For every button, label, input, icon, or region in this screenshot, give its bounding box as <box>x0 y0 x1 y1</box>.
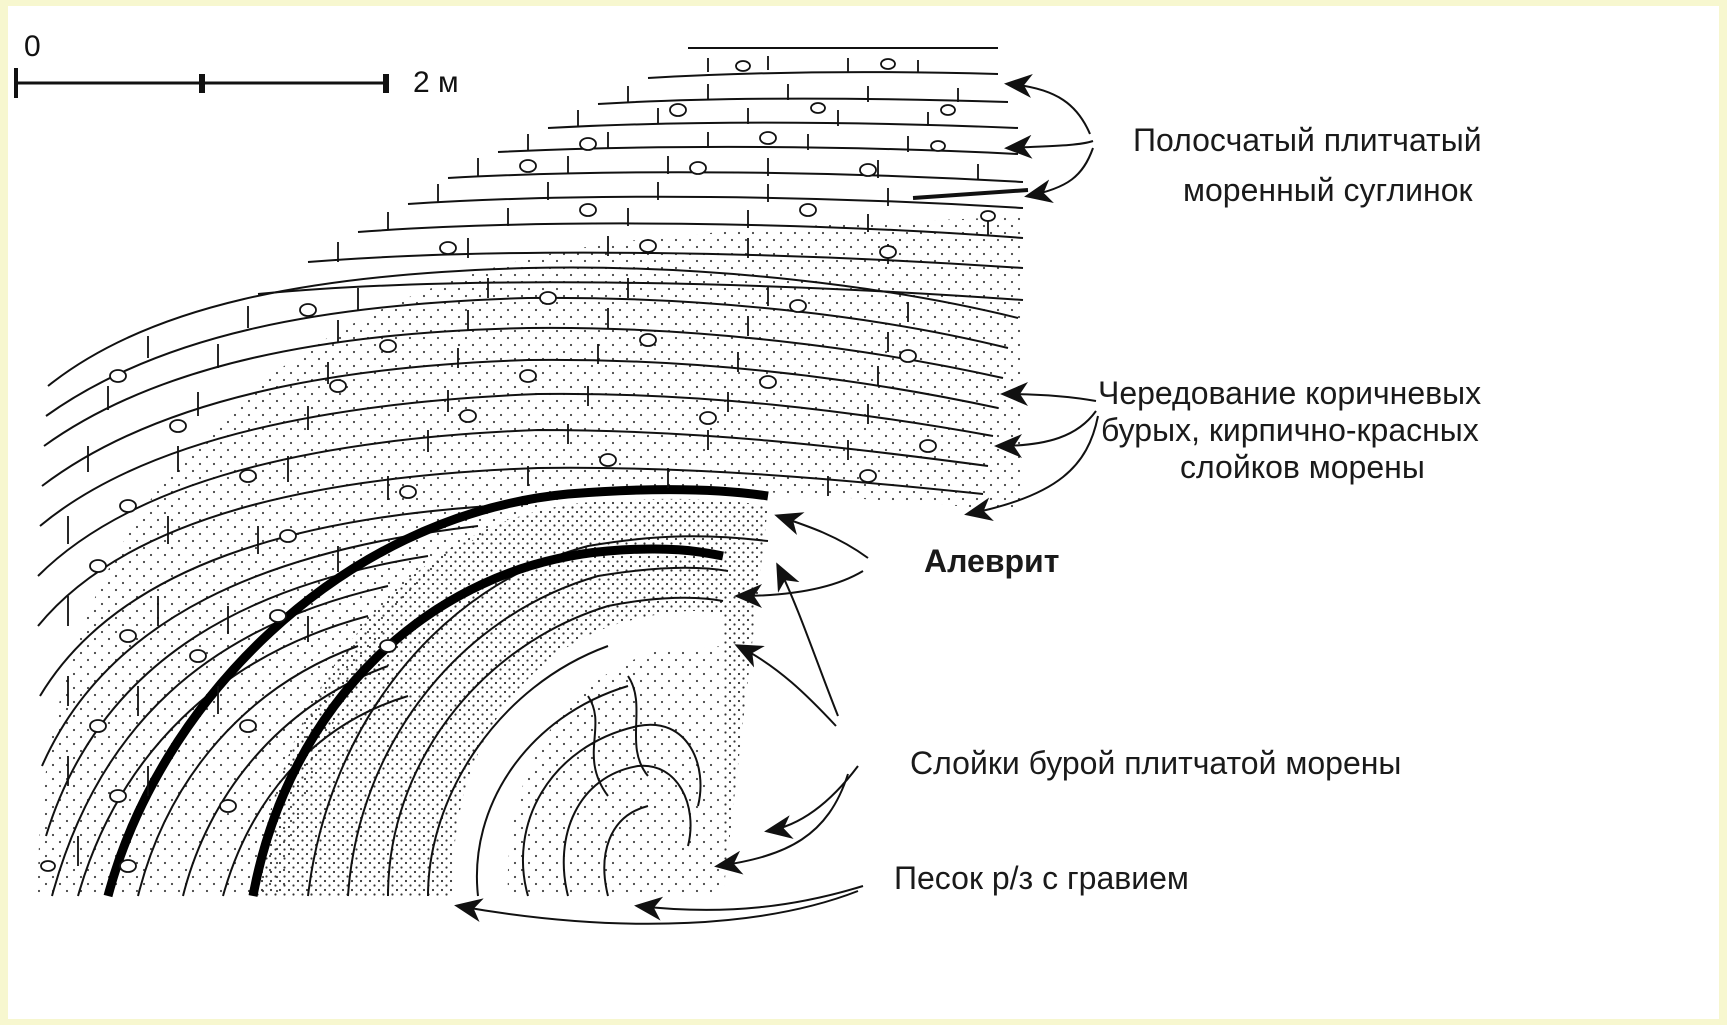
figure-frame: 0 2 м <box>8 6 1719 1019</box>
scale-start-label: 0 <box>24 30 41 63</box>
label-brown-till-layers: Слойки бурой плитчатой морены <box>910 745 1401 781</box>
scale-bar: 0 2 м <box>16 30 459 99</box>
label-silt: Алеврит <box>924 543 1059 579</box>
scale-end-label: 2 м <box>413 66 459 99</box>
fold-diagram: 0 2 м <box>8 6 1719 1019</box>
fold-body <box>38 216 1023 896</box>
label-alternation-line1: Чередование коричневых <box>1098 375 1481 411</box>
label-alternation-line2: бурых, кирпично-красных <box>1101 412 1479 448</box>
label-alternation: Чередование коричневых бурых, кирпично-к… <box>1098 375 1481 485</box>
label-alternation-line3: слойков морены <box>1180 449 1425 485</box>
label-sand-gravel: Песок р/з с гравием <box>894 860 1189 896</box>
label-banded-till-line2: моренный суглинок <box>1183 172 1473 208</box>
label-banded-till: Полосчатый плитчатый моренный суглинок <box>1133 122 1482 208</box>
label-banded-till-line1: Полосчатый плитчатый <box>1133 122 1482 158</box>
